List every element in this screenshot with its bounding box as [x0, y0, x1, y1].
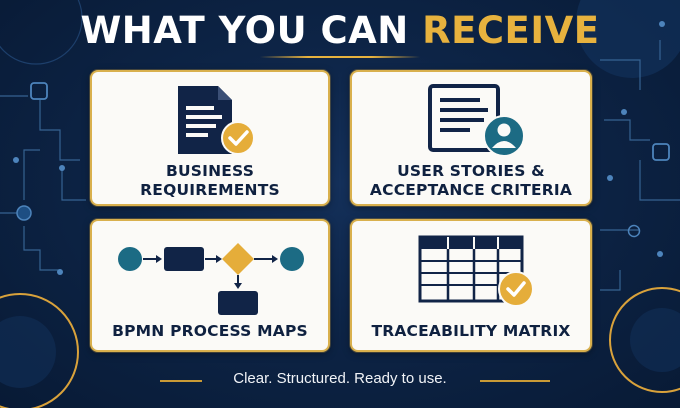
- document-check-icon: [178, 86, 255, 155]
- title-gold-part: RECEIVE: [422, 9, 600, 52]
- title-white-part: WHAT YOU CAN: [80, 9, 423, 52]
- card-3-label: BPMN PROCESS MAPS: [112, 322, 308, 340]
- card-1-label: BUSINESS REQUIREMENTS: [140, 162, 280, 199]
- card-traceability-matrix: TRACEABILITY MATRIX: [350, 219, 592, 352]
- card-2-label: USER STORIES & ACCEPTANCE CRITERIA: [369, 162, 573, 199]
- tagline-right-rule: [480, 380, 550, 382]
- card-4-label: TRACEABILITY MATRIX: [371, 322, 571, 340]
- title-underline: [260, 56, 420, 58]
- document-user-icon: [428, 84, 525, 157]
- page-title: WHAT YOU CAN RECEIVE: [0, 9, 680, 52]
- footer: Clear. Structured. Ready to use.: [0, 370, 680, 392]
- card-bpmn-process-maps: BPMN PROCESS MAPS: [90, 219, 330, 352]
- matrix-table-check-icon: [418, 235, 534, 307]
- process-flow-icon: [118, 243, 304, 315]
- card-user-stories: USER STORIES & ACCEPTANCE CRITERIA: [350, 70, 592, 206]
- tagline: Clear. Structured. Ready to use.: [233, 370, 447, 387]
- card-business-requirements: BUSINESS REQUIREMENTS: [90, 70, 330, 206]
- tagline-left-rule: [160, 380, 202, 382]
